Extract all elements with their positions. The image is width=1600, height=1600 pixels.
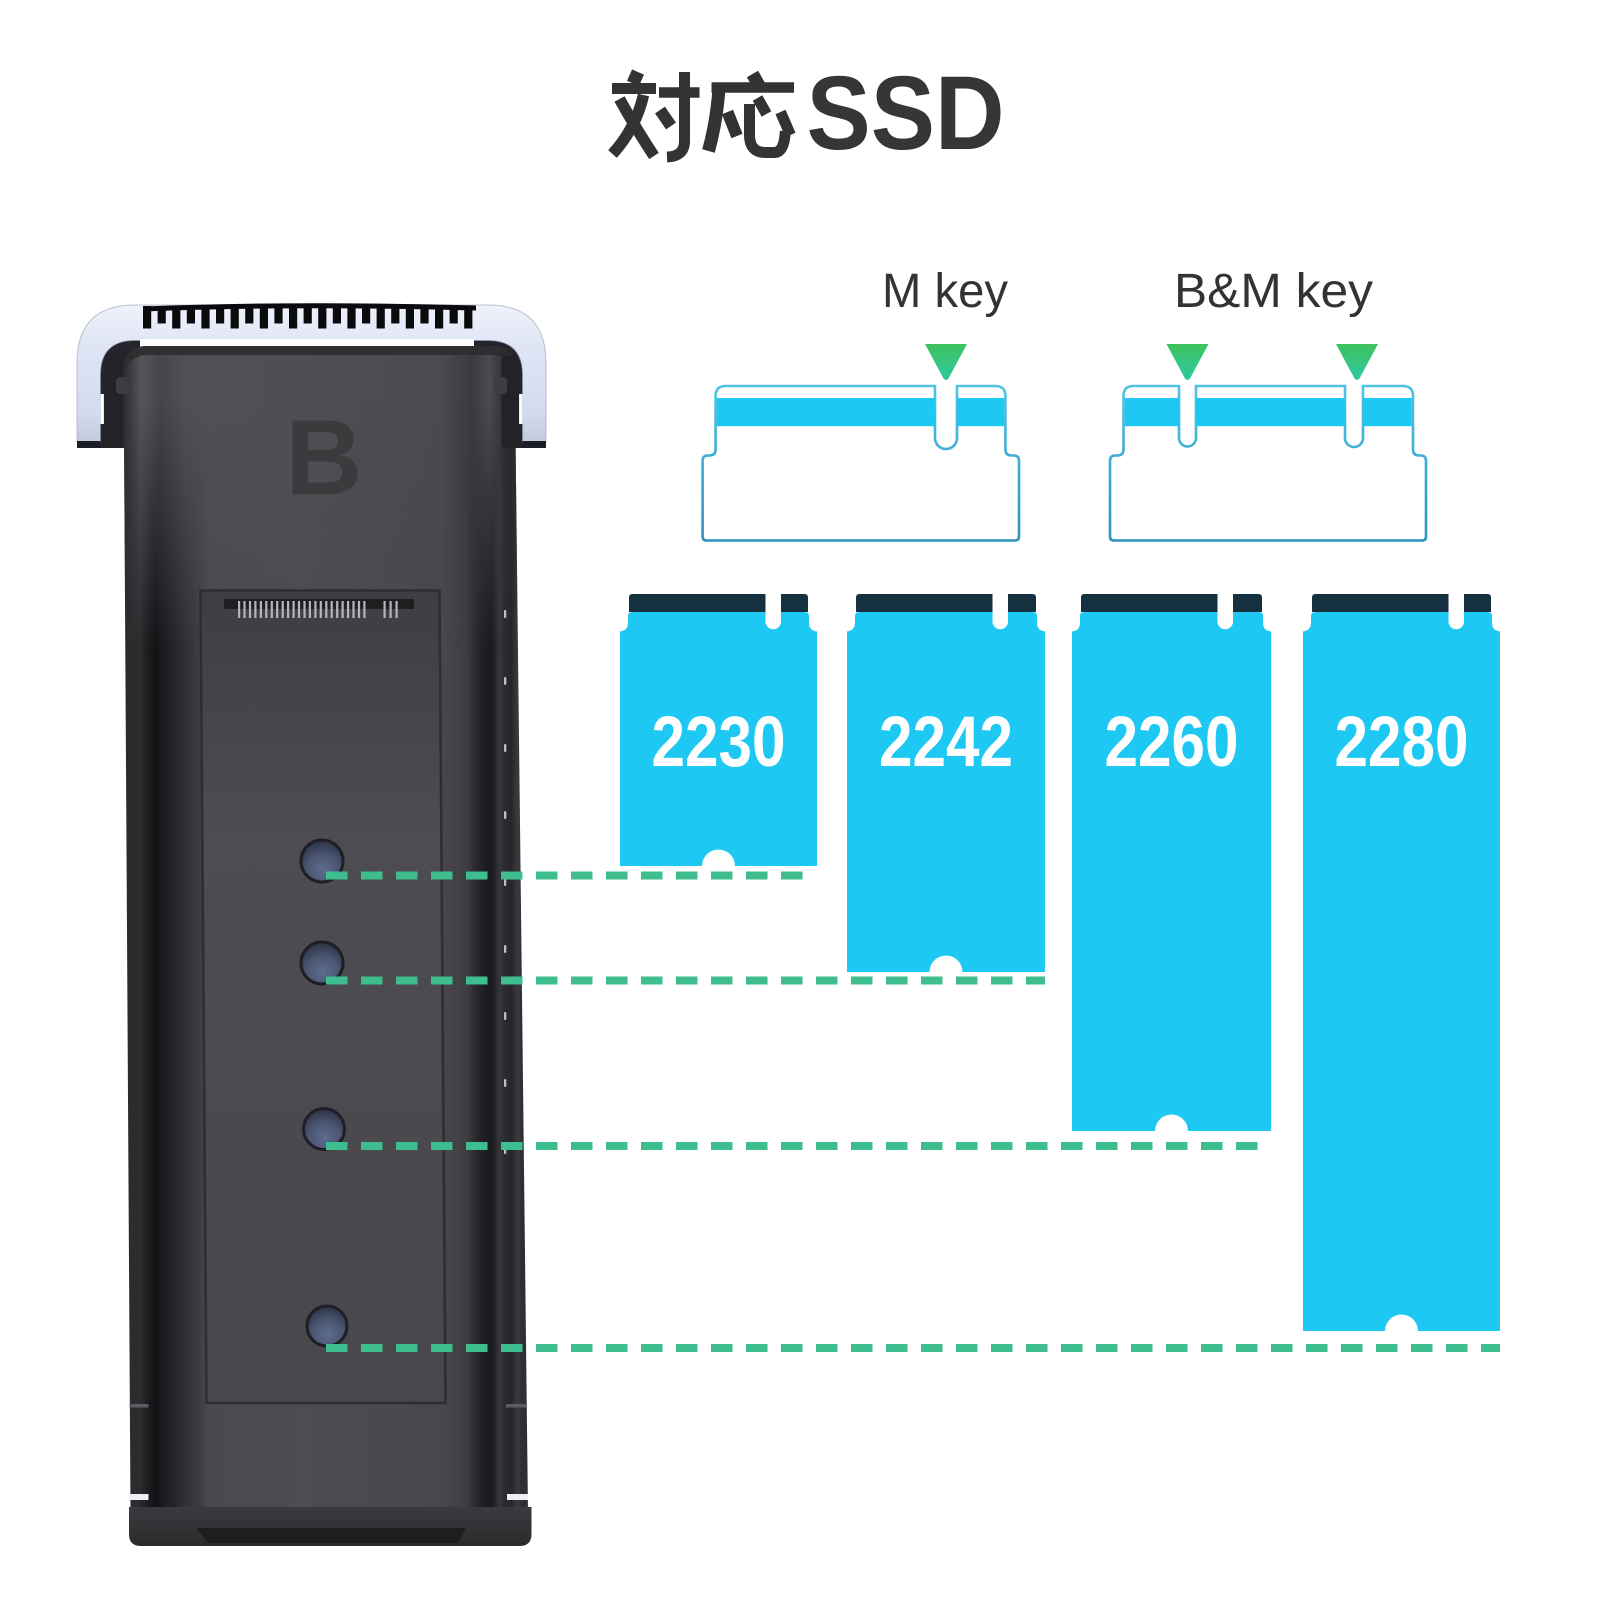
svg-text:B&M key: B&M key [1174, 265, 1373, 318]
svg-text:2242: 2242 [879, 703, 1013, 782]
svg-text:B: B [285, 397, 362, 517]
svg-text:SSD: SSD [807, 55, 1005, 172]
svg-text:2260: 2260 [1105, 703, 1239, 782]
svg-text:2280: 2280 [1335, 703, 1469, 782]
svg-text:M key: M key [882, 265, 1008, 318]
svg-text:2230: 2230 [652, 703, 786, 782]
